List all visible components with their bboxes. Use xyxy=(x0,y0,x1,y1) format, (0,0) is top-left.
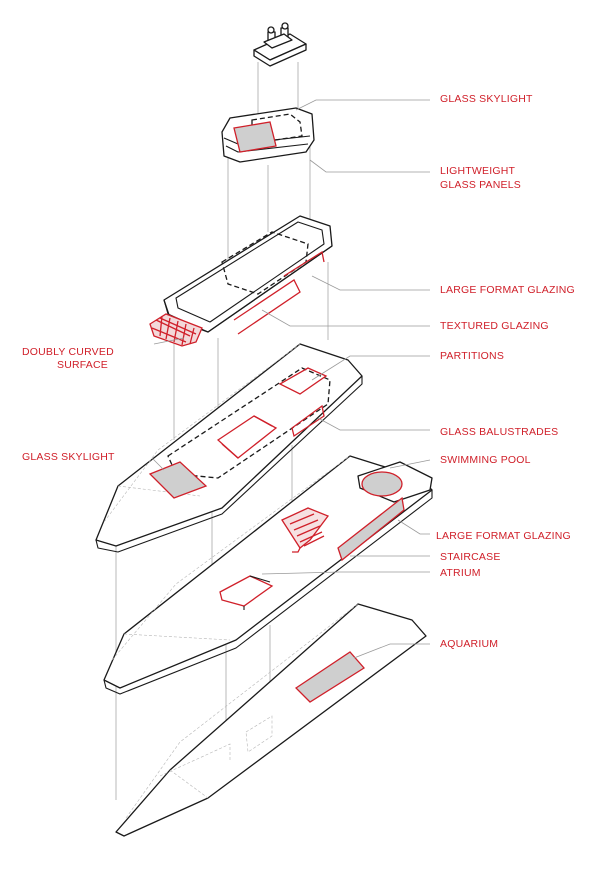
label-large-format-glazing-lower: LARGE FORMAT GLAZING xyxy=(436,530,571,542)
label-glass-skylight-top: GLASS SKYLIGHT xyxy=(440,93,533,105)
label-staircase: STAIRCASE xyxy=(440,551,501,563)
label-swimming-pool: SWIMMING POOL xyxy=(440,454,531,466)
leader-lines xyxy=(151,99,431,659)
top-deck-machinery xyxy=(253,22,307,67)
staircase-steps xyxy=(281,507,330,553)
label-doubly-curved-line2: SURFACE xyxy=(57,359,108,371)
lower-deck-hull xyxy=(103,455,433,695)
label-aquarium: AQUARIUM xyxy=(440,638,499,650)
label-atrium: ATRIUM xyxy=(440,567,481,579)
label-large-format-glazing-upper: LARGE FORMAT GLAZING xyxy=(440,284,575,296)
label-textured-glazing: TEXTURED GLAZING xyxy=(440,320,549,332)
label-doubly-curved-line1: DOUBLY CURVED xyxy=(22,346,114,358)
label-lightweight-glass-line1: LIGHTWEIGHT xyxy=(440,165,516,177)
label-lightweight-glass-line2: GLASS PANELS xyxy=(440,179,521,191)
hull-bottom xyxy=(115,603,427,837)
doubly-curved-surface xyxy=(149,313,203,347)
main-deck-hull xyxy=(95,343,363,553)
label-partitions: PARTITIONS xyxy=(440,350,505,362)
skylight-module xyxy=(221,107,315,163)
upper-deck-slab xyxy=(163,215,333,335)
label-glass-skylight-left: GLASS SKYLIGHT xyxy=(22,451,115,463)
label-glass-balustrades: GLASS BALUSTRADES xyxy=(440,426,559,438)
